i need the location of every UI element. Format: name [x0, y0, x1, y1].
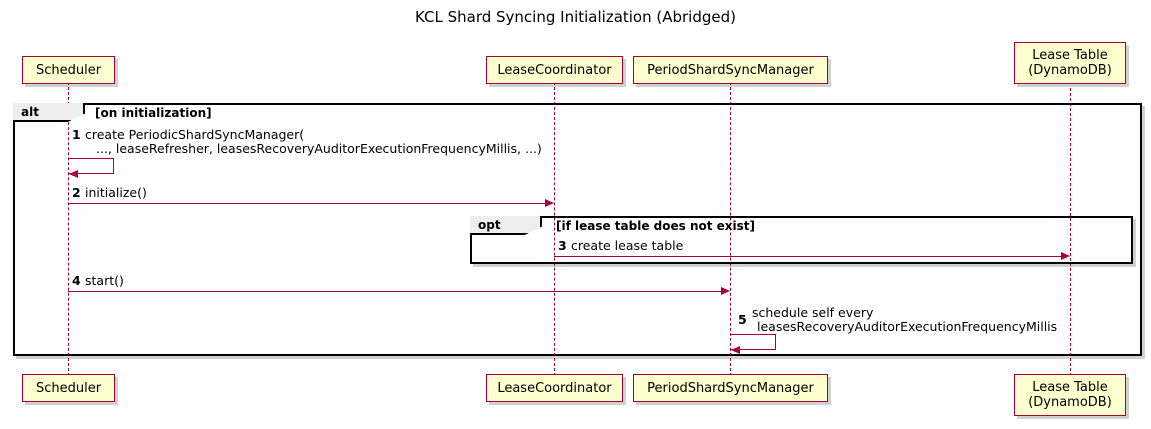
participant-leasetable-top-label-line2: (DynamoDB) [1028, 63, 1112, 78]
message-1-number: 1 [72, 127, 81, 142]
participant-periodshardsyncmanager-top-label: PeriodShardSyncManager [647, 62, 814, 78]
lifeline-periodshardsyncmanager [730, 82, 731, 376]
participant-scheduler-top[interactable]: Scheduler [22, 56, 115, 84]
message-5-self-loop [731, 334, 776, 350]
lifeline-scheduler [68, 82, 69, 376]
participant-leasetable-bottom-label-line2: (DynamoDB) [1028, 395, 1112, 410]
participant-scheduler-bottom-label: Scheduler [35, 380, 102, 396]
message-5-number: 5 [738, 312, 747, 327]
participant-leasecoordinator-bottom-label: LeaseCoordinator [497, 380, 612, 396]
message-5-text-line1: schedule self every [752, 305, 874, 320]
fragment-opt-keyword: opt [470, 216, 542, 235]
participant-leasecoordinator-bottom[interactable]: LeaseCoordinator [486, 374, 623, 402]
message-1-text-line1: create PeriodicShardSyncManager( [85, 127, 305, 142]
participant-periodshardsyncmanager-bottom-label: PeriodShardSyncManager [647, 380, 814, 396]
participant-leasetable-bottom-label-line1: Lease Table [1032, 380, 1108, 395]
participant-leasecoordinator-top[interactable]: LeaseCoordinator [486, 56, 623, 84]
participant-periodshardsyncmanager-top[interactable]: PeriodShardSyncManager [633, 56, 828, 84]
message-3-arrowhead [1061, 251, 1070, 260]
participant-scheduler-top-label: Scheduler [35, 62, 102, 78]
message-4-arrowhead [721, 286, 730, 295]
participant-leasetable-top-label-line1: Lease Table [1032, 48, 1108, 63]
participant-leasetable-top[interactable]: Lease Table (DynamoDB) [1014, 42, 1126, 84]
message-3-number: 3 [558, 238, 567, 253]
message-3-line [554, 256, 1062, 257]
fragment-alt-condition: [on initialization] [95, 106, 212, 120]
message-5-arrowhead [731, 345, 740, 354]
participant-periodshardsyncmanager-bottom[interactable]: PeriodShardSyncManager [633, 374, 828, 402]
fragment-alt-keyword: alt [13, 103, 85, 122]
message-1-self-loop [69, 158, 114, 174]
message-5-text-line2: leasesRecoveryAuditorExecutionFrequencyM… [757, 319, 1058, 334]
fragment-opt-condition: [if lease table does not exist] [556, 219, 756, 233]
message-4-text: start() [85, 273, 124, 288]
message-4-number: 4 [72, 273, 81, 288]
participant-leasetable-bottom[interactable]: Lease Table (DynamoDB) [1014, 374, 1126, 416]
message-2-line [68, 203, 546, 204]
message-1-text-line2: ..., leaseRefresher, leasesRecoveryAudit… [96, 141, 542, 156]
page-title: KCL Shard Syncing Initialization (Abridg… [415, 8, 736, 26]
message-1-arrowhead [69, 169, 78, 178]
message-2-text: initialize() [85, 185, 147, 200]
message-3-text: create lease table [571, 238, 684, 253]
message-2-arrowhead [545, 198, 554, 207]
message-2-number: 2 [72, 185, 81, 200]
fragment-alt [13, 103, 1142, 356]
lifeline-leasetable [1070, 88, 1071, 376]
message-1-label-line1: 1 [72, 128, 81, 142]
message-4-line [68, 291, 722, 292]
participant-leasecoordinator-top-label: LeaseCoordinator [497, 62, 612, 78]
fragment-opt [470, 216, 1133, 264]
lifeline-leasecoordinator [554, 82, 555, 376]
participant-scheduler-bottom[interactable]: Scheduler [22, 374, 115, 402]
